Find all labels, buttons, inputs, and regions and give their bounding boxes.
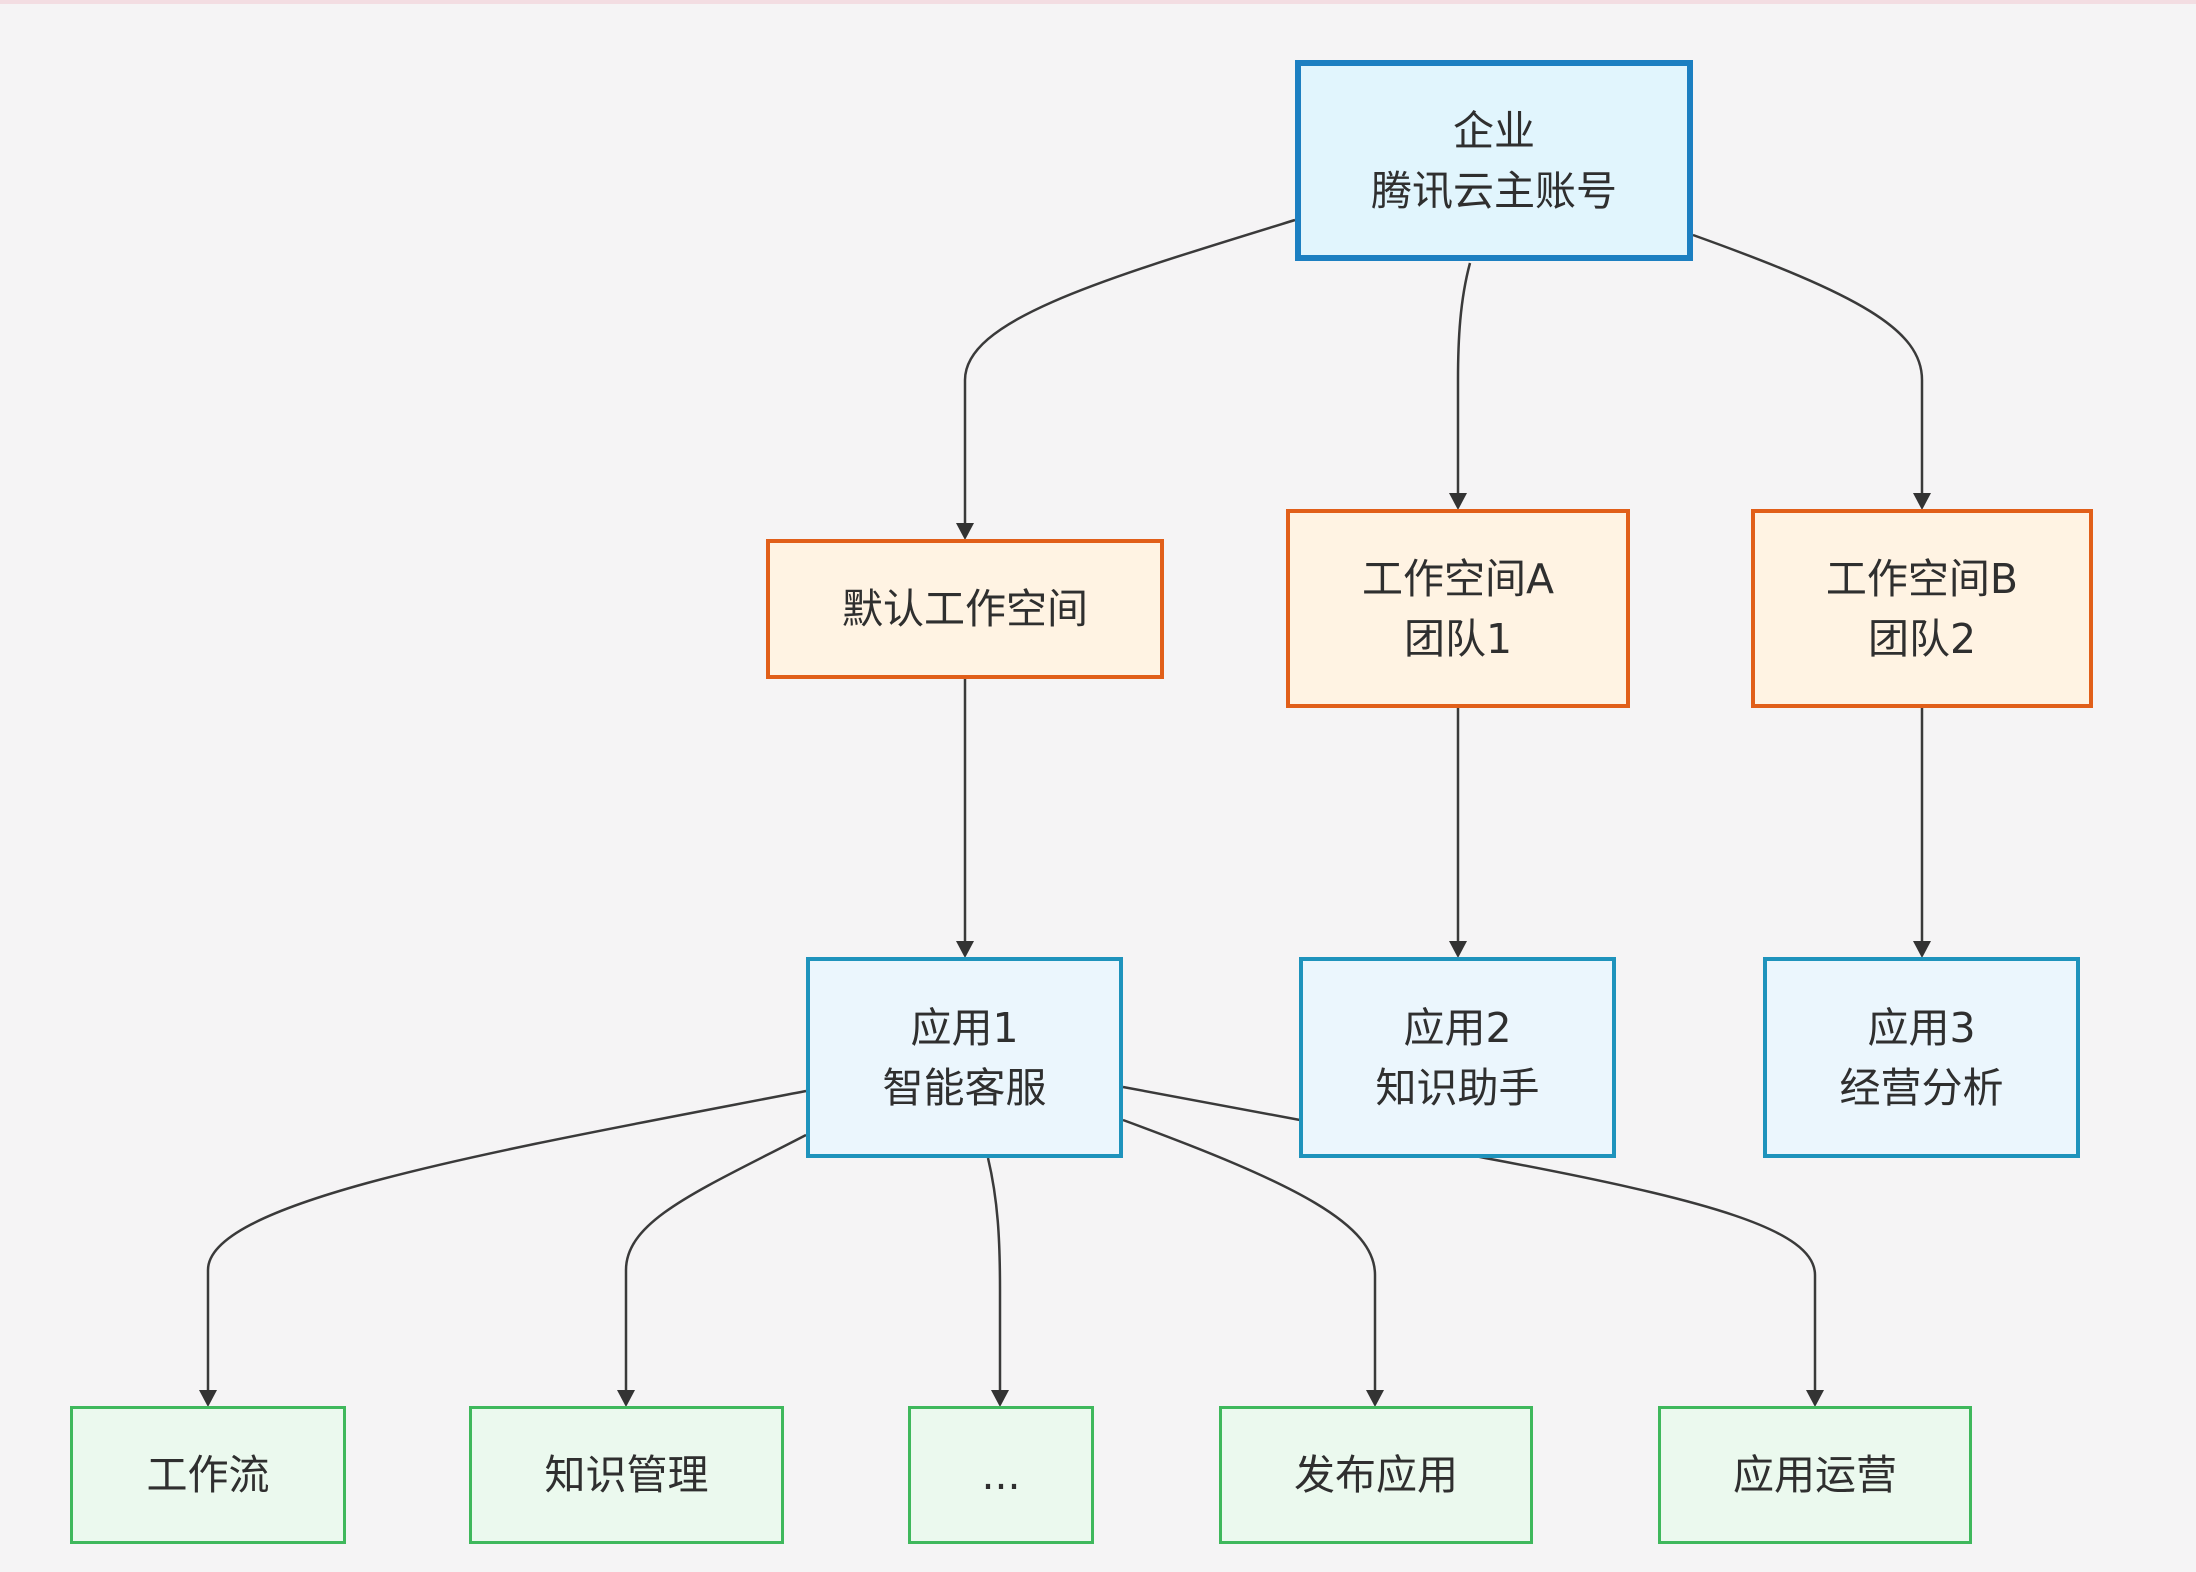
arrowhead <box>1913 493 1931 510</box>
feature-node-app-operation: 应用运营 <box>1658 1406 1972 1544</box>
node-label: 工作空间A <box>1361 554 1555 603</box>
node-label: 应用3 <box>1867 1003 1976 1052</box>
node-label: 工作流 <box>146 1451 270 1499</box>
node-label: 经营分析 <box>1839 1063 2004 1112</box>
feature-node-publish-app: 发布应用 <box>1219 1406 1533 1544</box>
app-node-3: 应用3 经营分析 <box>1763 957 2080 1158</box>
node-label: 知识管理 <box>544 1451 709 1499</box>
edge-app1-to-workflow <box>206 1089 807 1392</box>
edge-root-to-workspace-b <box>1692 233 1924 495</box>
app-node-2: 应用2 知识助手 <box>1299 957 1616 1158</box>
edge-root-to-workspace-a <box>1456 262 1472 495</box>
workspace-node-a: 工作空间A 团队1 <box>1286 509 1630 708</box>
workspace-node-default: 默认工作空间 <box>766 539 1164 679</box>
node-label: ... <box>981 1451 1021 1499</box>
edge-app1-to-app-operation <box>1122 1085 1817 1392</box>
node-label: 应用2 <box>1403 1003 1512 1052</box>
workspace-node-b: 工作空间B 团队2 <box>1751 509 2093 708</box>
node-label: 工作空间B <box>1825 554 2019 603</box>
node-label: 团队1 <box>1403 614 1513 663</box>
root-node-enterprise: 企业 腾讯云主账号 <box>1295 60 1693 261</box>
top-strip <box>0 0 2196 4</box>
edge-app1-to-knowledge-management <box>624 1133 807 1392</box>
node-label: 应用1 <box>910 1003 1019 1052</box>
app-node-1: 应用1 智能客服 <box>806 957 1123 1158</box>
arrowhead <box>617 1390 635 1407</box>
node-label: 知识助手 <box>1375 1063 1540 1112</box>
arrowhead <box>1366 1390 1384 1407</box>
node-label: 智能客服 <box>882 1063 1047 1112</box>
node-label: 应用运营 <box>1733 1451 1897 1499</box>
feature-node-workflow: 工作流 <box>70 1406 346 1544</box>
feature-node-ellipsis: ... <box>908 1406 1094 1544</box>
arrowhead <box>1913 941 1931 958</box>
arrowhead <box>956 941 974 958</box>
edge-app1-to-publish-app <box>1122 1118 1377 1392</box>
node-label: 发布应用 <box>1294 1451 1458 1499</box>
arrowhead <box>199 1390 217 1407</box>
arrowhead <box>1449 941 1467 958</box>
arrowhead <box>1449 493 1467 510</box>
arrowhead <box>956 523 974 540</box>
arrowhead <box>1806 1390 1824 1407</box>
node-label: 腾讯云主账号 <box>1371 166 1617 215</box>
edge-app1-to-ellipsis <box>986 1157 1002 1392</box>
arrowhead <box>991 1390 1009 1407</box>
node-label: 企业 <box>1453 106 1535 155</box>
node-label: 默认工作空间 <box>842 585 1088 633</box>
feature-node-knowledge-management: 知识管理 <box>469 1406 784 1544</box>
node-label: 团队2 <box>1867 614 1977 663</box>
edge-root-to-default-workspace <box>963 218 1296 525</box>
